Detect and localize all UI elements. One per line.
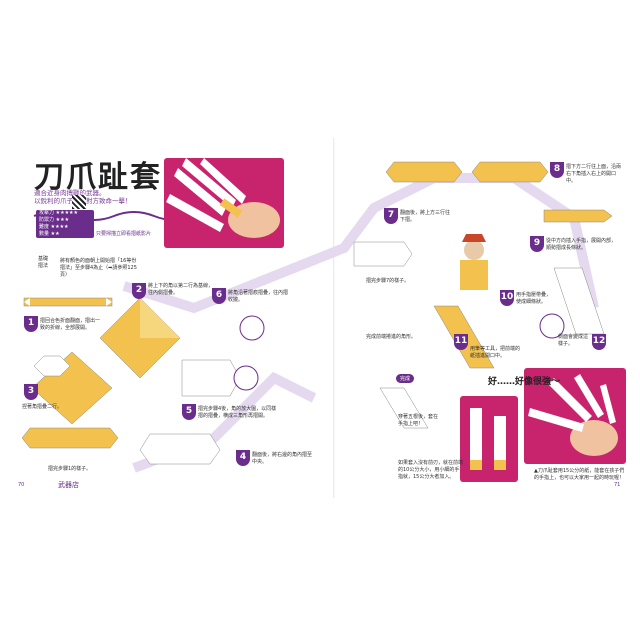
hand-photo: [524, 368, 626, 464]
rating-row: 防禦力 ★★★: [39, 217, 70, 223]
step-number: 1: [24, 316, 38, 332]
step-number: 7: [384, 208, 398, 224]
step-text: 摺回合色折面翻面，摺出一致的折線，全部展開。: [40, 318, 101, 331]
prep-label: 基礎摺法: [38, 256, 49, 269]
rating-box: 攻擊力 ★★★★★ 防禦力 ★★★ 難度 ★★★★ 數量 ★★: [36, 210, 94, 238]
subtitle-line-1: 適合近身肉搏戰的武器。: [34, 189, 106, 197]
page-number-left: 70: [18, 482, 25, 488]
claw-detail-illustration: [470, 408, 506, 470]
photo-caption: ▲刀爪趾套用15公分的紙，能套在孩子們的手指上，也可以大家用一起的時玩喔！: [534, 468, 625, 481]
step-text: 用筆等工具，把前端的紙插進開口中。: [470, 346, 521, 359]
step-text: 從中方向插入手指，展開內部，順勢摺成長條狀。: [546, 238, 617, 251]
step-number: 5: [182, 404, 196, 420]
step-text: 將上下的角以第二行為基線，往內側摺疊。: [148, 283, 214, 296]
hand-claw-illustration: [528, 374, 618, 456]
step-number: 8: [550, 162, 564, 178]
rating-row: 難度 ★★★★: [39, 224, 69, 230]
done-badge: 完成: [396, 374, 415, 383]
page-title: 刀爪趾套: [34, 160, 162, 195]
repeat-label: 完成前端捲進的角形。: [366, 334, 417, 340]
fold-diagrams-left: [21, 297, 265, 465]
step-text: 摺下方二行往上面，沿兩右下角插入右上的開口中。: [566, 164, 622, 184]
paper-instruction: 將有顏色的面朝上開始摺「16等份摺法」至步驟4為止（➡請參照125頁）: [60, 258, 137, 278]
step-number: 4: [236, 450, 250, 466]
repeat-label: 摺完步驟7的樣子。: [366, 278, 410, 284]
step-text: 將角沿著摺痕摺疊，往內摺收攏。: [228, 290, 289, 303]
speech-bubble: 好……好像很強～: [488, 377, 561, 387]
step-text: 翻面後，將右邊的角內摺至中央。: [252, 452, 313, 465]
insert-note: 穿著五根後，套在手指上吧！: [398, 414, 439, 427]
step-number: 3: [24, 384, 38, 400]
step-text: 翻面後，將上方三行往下摺。: [400, 210, 451, 223]
step-text: 用手指壓帶疊，使成細條狀。: [516, 292, 552, 305]
step-number: 9: [530, 236, 544, 252]
step-number: 12: [592, 334, 606, 350]
qr-note: 只要掃描立即看摺紙影片: [96, 231, 152, 237]
step-text: 捏著角摺疊二行。: [22, 404, 63, 410]
step-number: 6: [212, 288, 226, 304]
book-spread: 刀爪趾套 適合近身肉搏戰的武器。 以銳利的爪子抓到對方致命一擊！ 攻擊力 ★★★…: [14, 138, 626, 498]
claw-photo-illustration: [166, 158, 280, 238]
hero-photo: [164, 158, 284, 248]
step-number: 10: [500, 290, 514, 306]
page-gutter: [333, 138, 335, 498]
detail-photo: [460, 396, 518, 482]
step-number: 2: [132, 283, 146, 299]
chapter-tab: 武器店: [58, 481, 79, 489]
rating-row: 數量 ★★: [39, 231, 60, 237]
page-number-right: 71: [614, 482, 621, 488]
step-number: 11: [454, 334, 468, 350]
qr-code[interactable]: [72, 195, 86, 209]
step-text: 側面會變成這樣子。: [558, 334, 589, 347]
rating-row: 攻擊力 ★★★★★: [39, 210, 79, 216]
tip-note: 如果套入沒有前刃，就在前端的10公分大小，用小細的手指就，15公分大者加入。: [398, 460, 464, 480]
step-text: 摺完步驟4後，角的放大圖，以同樣摺的摺疊，横成三角形再摺開。: [198, 406, 277, 419]
repeat-label: 摺完步驟1的樣子。: [48, 466, 92, 472]
